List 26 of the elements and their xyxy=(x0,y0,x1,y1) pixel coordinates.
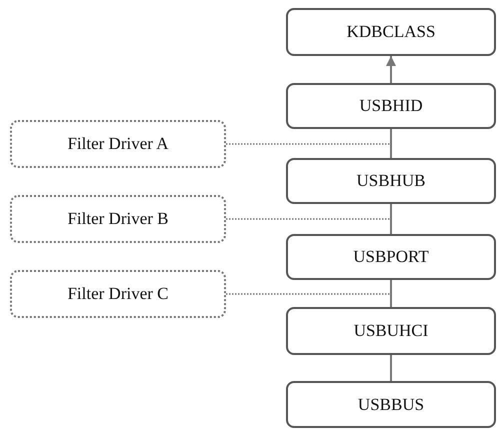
filter-driver-box xyxy=(10,195,226,243)
driver-box xyxy=(286,234,496,280)
node-label: Filter Driver B xyxy=(67,208,169,230)
node-label: USBHUB xyxy=(356,170,426,192)
driver-box xyxy=(286,381,496,428)
node-label: USBBUS xyxy=(358,394,424,416)
connector-line xyxy=(390,129,392,158)
node-label: USBUHCI xyxy=(354,320,428,342)
driver-box xyxy=(286,8,496,56)
node-label: KDBCLASS xyxy=(346,21,436,44)
connector-line xyxy=(390,280,392,307)
dotted-connector xyxy=(226,218,390,220)
driver-box xyxy=(286,158,496,204)
filter-driver-box xyxy=(10,120,226,168)
node-label: Filter Driver C xyxy=(67,283,169,306)
dotted-connector xyxy=(226,293,390,295)
connector-line xyxy=(390,355,392,381)
node-label: USBPORT xyxy=(353,246,429,268)
arrow xyxy=(386,56,396,83)
node-label: USBHID xyxy=(359,95,423,118)
connector-line xyxy=(390,204,392,234)
node-label: Filter Driver A xyxy=(67,133,169,156)
filter-driver-box xyxy=(10,270,226,318)
dotted-connector xyxy=(226,143,390,145)
driver-box xyxy=(286,83,496,129)
driver-box xyxy=(286,307,496,355)
